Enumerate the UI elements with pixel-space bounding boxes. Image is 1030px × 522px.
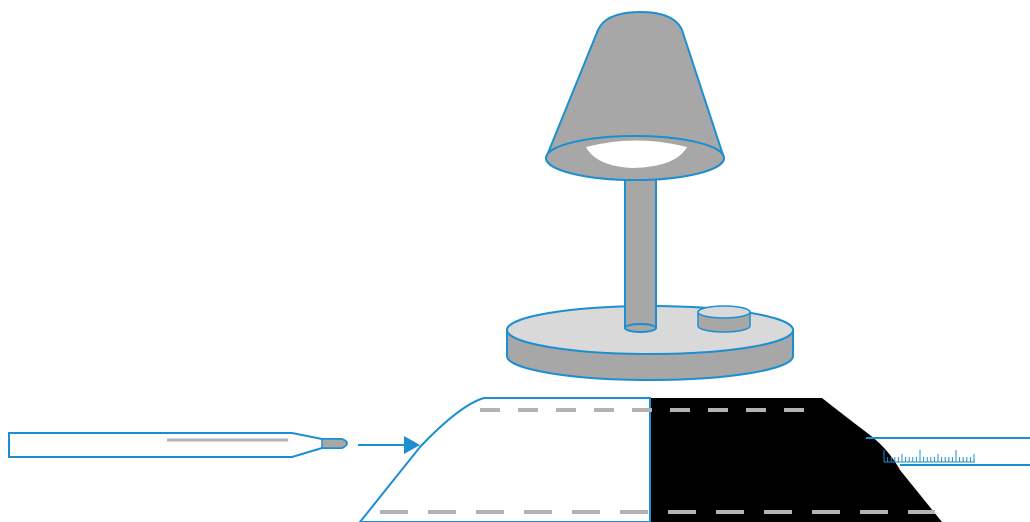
lamp-pole [624, 171, 657, 333]
pen-tip [321, 438, 348, 449]
card-icon [358, 397, 942, 522]
desk-lamp-icon [506, 10, 794, 381]
ruler-icon [866, 437, 1030, 466]
card-dark-half [650, 398, 942, 522]
ruler-ticks [883, 450, 975, 463]
pen-icon [8, 432, 348, 458]
card-light-half [358, 397, 651, 522]
light-bulb [586, 140, 687, 168]
lamp-switch-knob [697, 305, 751, 333]
arrow-icon [358, 436, 420, 454]
lamp-shade [544, 10, 726, 181]
